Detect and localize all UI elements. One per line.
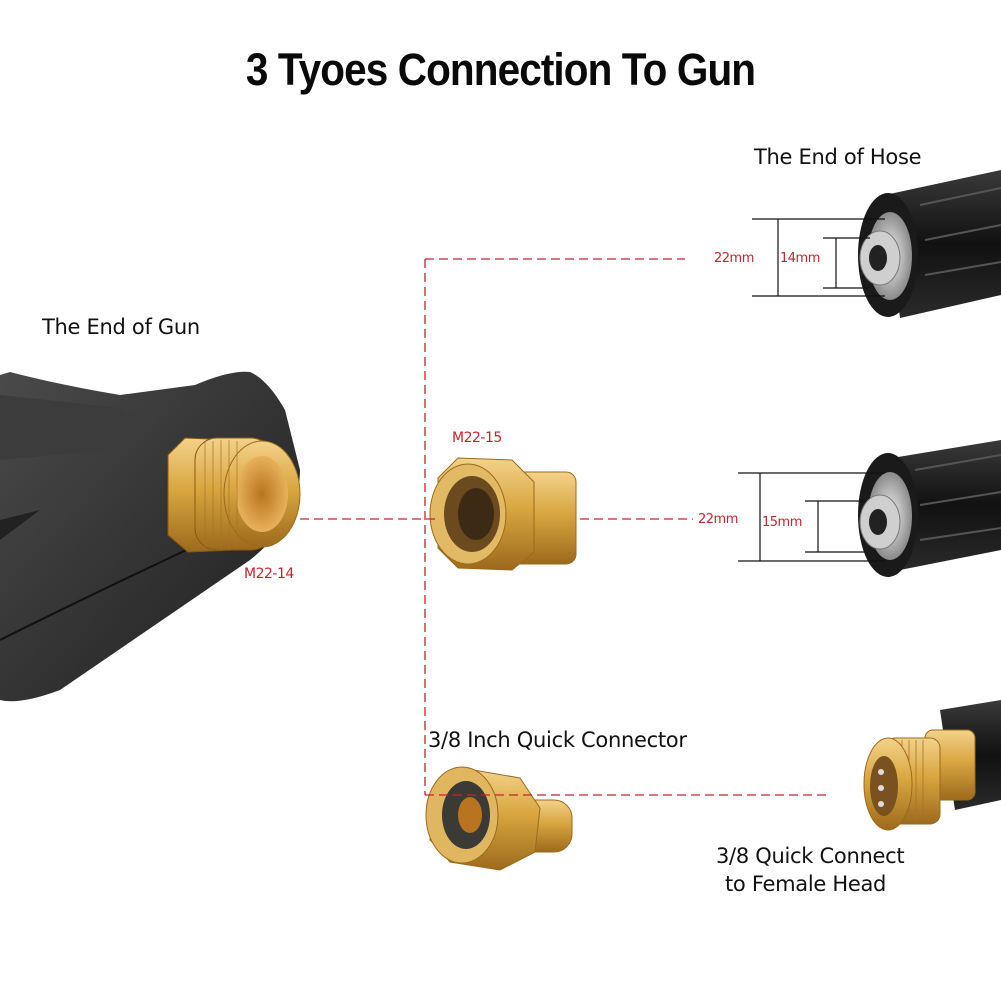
adapter-fitting bbox=[429, 457, 577, 571]
hose-end-top bbox=[858, 170, 1001, 318]
female-quick-connect-head bbox=[863, 700, 1001, 831]
hose1-inner-dimension: 14mm bbox=[780, 251, 820, 266]
gun-thread-label: M22-14 bbox=[244, 566, 294, 582]
page-title: 3 Tyoes Connection To Gun bbox=[245, 44, 756, 95]
hose2-outer-dimension: 22mm bbox=[698, 512, 738, 527]
quick-connector-fitting bbox=[425, 766, 573, 871]
adapter-thread-label: M22-15 bbox=[452, 430, 502, 446]
gun-end-label: The End of Gun bbox=[42, 315, 200, 339]
dimension-lines bbox=[738, 218, 885, 562]
quick-connector-label: 3/8 Inch Quick Connector bbox=[428, 728, 687, 752]
female-head-label-line1: 3/8 Quick Connect bbox=[716, 844, 905, 868]
gun-fitting bbox=[167, 437, 301, 553]
connection-lines bbox=[300, 258, 830, 796]
female-head-label-line2: to Female Head bbox=[725, 872, 887, 896]
hose-end-middle bbox=[858, 440, 1001, 577]
hose2-inner-dimension: 15mm bbox=[762, 515, 802, 530]
hose1-outer-dimension: 22mm bbox=[714, 251, 754, 266]
hose-end-label: The End of Hose bbox=[754, 145, 922, 169]
